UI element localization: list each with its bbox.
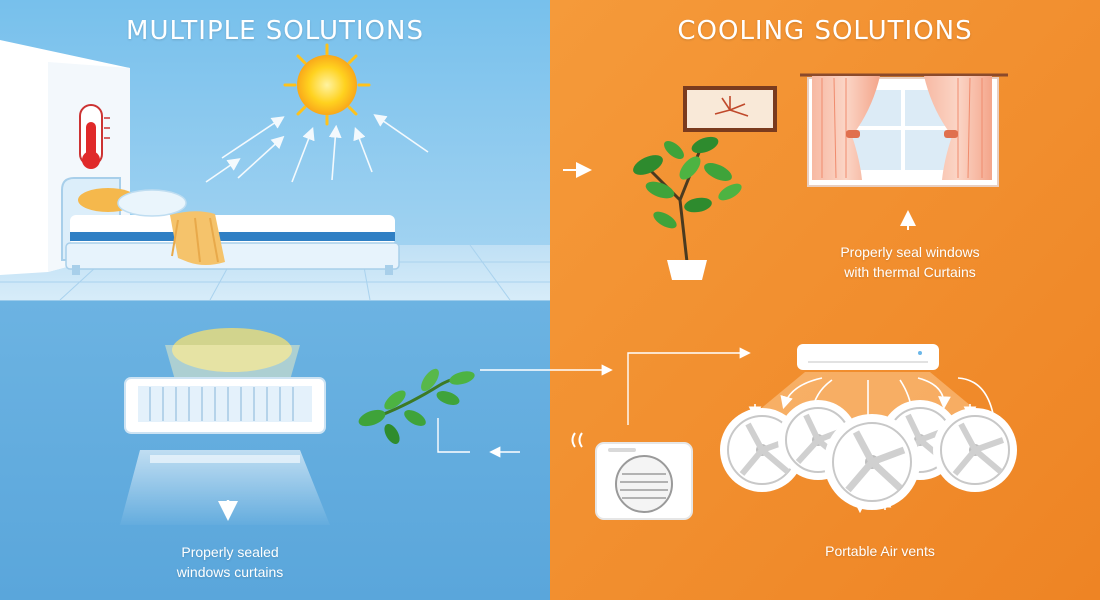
leaf-branch-icon [358,368,475,444]
window-curtains-icon [800,73,1008,187]
wall-clock-icon [683,86,777,132]
caption-line: windows curtains [176,564,284,580]
caption-line: Properly seal windows [840,244,980,260]
thermometer-icon [79,104,110,169]
caption-thermal-curtains: Properly seal windows with thermal Curta… [760,242,1060,282]
air-conditioner-icon [124,377,326,463]
caption-portable-air-vents: Portable Air vents [825,543,935,559]
right-bottom-scene [571,344,1017,520]
caption-line: with thermal Curtains [844,264,976,280]
right-panel-title: COOLING SOLUTIONS [677,16,973,46]
left-bottom-scene [120,328,613,525]
bed-icon [61,177,400,275]
caption-sealed-windows: Properly sealed windows curtains [80,542,380,582]
fan-icon [824,414,920,510]
air-purifier-icon [571,432,693,520]
potted-plant-icon [633,136,742,280]
sun-icon [283,43,371,126]
fan-icon [933,408,1017,492]
bedroom-scene [0,40,550,301]
caption-line: Properly sealed [181,544,279,560]
left-panel-title: MULTIPLE SOLUTIONS [126,16,424,46]
right-top-scene [563,73,1008,280]
